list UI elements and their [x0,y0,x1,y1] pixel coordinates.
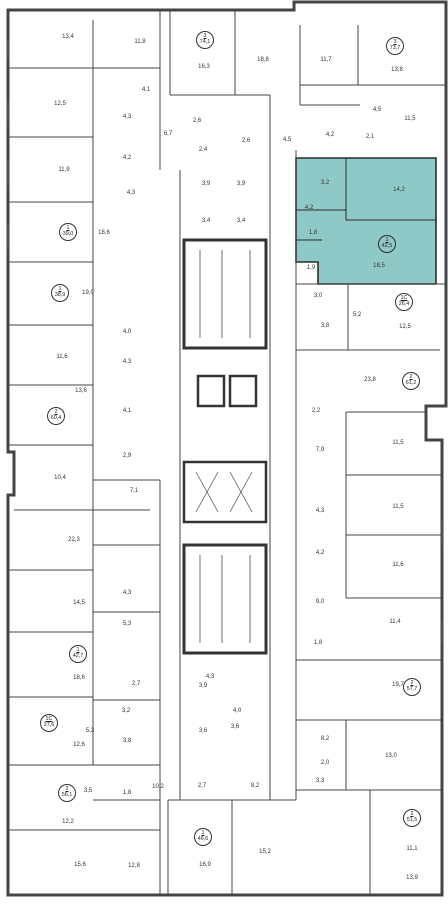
selected-apartment-fill [295,157,437,285]
stairwell-upper [182,238,268,350]
facade-windows [7,40,443,645]
stairwell-lower [182,543,268,655]
partition-walls [8,10,446,895]
building-outline [6,0,448,897]
elevator-shafts [182,374,268,524]
